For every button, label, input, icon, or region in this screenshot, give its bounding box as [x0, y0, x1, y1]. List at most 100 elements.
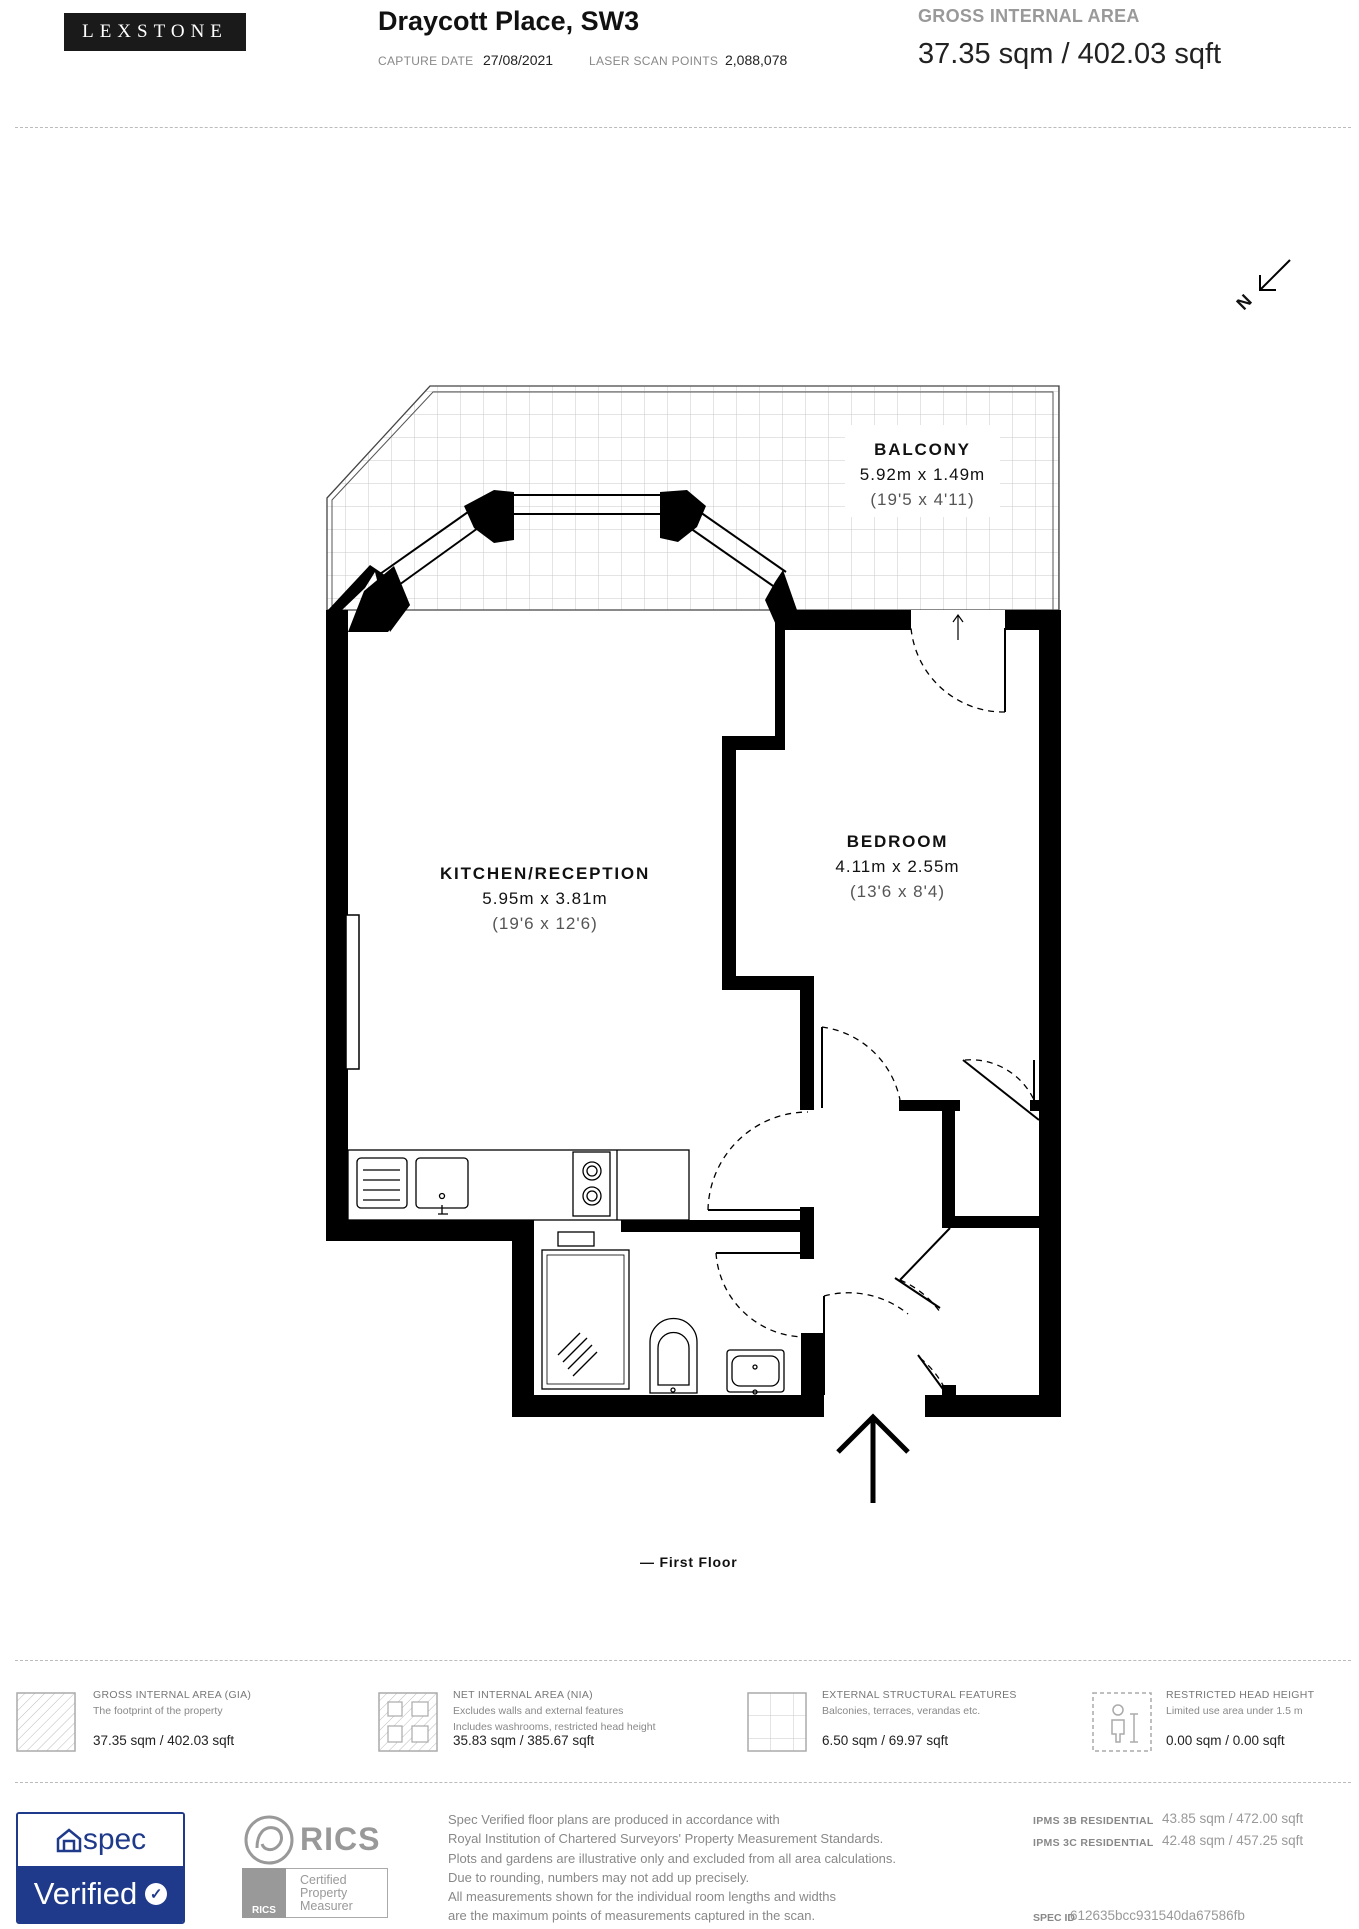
wall-hall-left [800, 1207, 814, 1259]
spec-verified-text: Verified [33, 1876, 138, 1911]
wall-top-bedroom [775, 610, 911, 630]
spec-logo: spec [18, 1814, 183, 1866]
wall-bath-top [621, 1220, 814, 1232]
check-icon: ✓ [145, 1883, 168, 1905]
cupboard-door-swing-2 [899, 1279, 941, 1313]
legend-title: RESTRICTED HEAD HEIGHT [1166, 1689, 1315, 1701]
wall-partition [722, 736, 736, 988]
house-icon [56, 1828, 82, 1853]
spec-brand: spec [82, 1823, 147, 1856]
legend-desc: Excludes walls and external features [453, 1705, 624, 1717]
legend-item-gia: GROSS INTERNAL AREA (GIA) The footprint … [93, 1689, 353, 1748]
legend-item-nia: NET INTERNAL AREA (NIA) Excludes walls a… [453, 1689, 733, 1748]
disclaimer-line: Royal Institution of Chartered Surveyors… [448, 1831, 884, 1847]
wall-bottom-right [925, 1395, 1061, 1417]
bathroom-fixtures [541, 1231, 785, 1395]
shower [541, 1249, 630, 1390]
spec-id-value: 612635bcc931540da67586fb [1070, 1908, 1245, 1923]
rics-lion-icon [244, 1815, 294, 1865]
disclaimer-line: Plots and gardens are illustrative only … [448, 1850, 897, 1866]
scan-points-label: LASER SCAN POINTS [589, 54, 719, 68]
property-title: Draycott Place, SW3 [378, 6, 640, 36]
legend-value: 37.35 sqm / 402.03 sqft [93, 1733, 235, 1748]
kitchen-metric: 5.95m x 3.81m [482, 889, 608, 908]
wall-bedroom-step [722, 736, 785, 750]
wall-kitchen-bottom [326, 1220, 512, 1241]
wall-bedroom-notch [775, 610, 785, 746]
bedroom-label: BEDROOM 4.11m x 2.55m (13'6 x 8'4) [810, 832, 985, 902]
legend-desc: Balconies, terraces, verandas etc. [822, 1705, 981, 1717]
entry-door-swing [823, 1292, 909, 1315]
kitchen-counter [347, 1149, 690, 1221]
kitchen-door-swing [707, 1111, 809, 1211]
kitchen-window [345, 914, 360, 1070]
legend-desc: Includes washrooms, restricted head heig… [453, 1721, 656, 1733]
capture-date-label: CAPTURE DATE [378, 54, 474, 68]
wall-left [326, 610, 348, 1241]
legend-item-external: EXTERNAL STRUCTURAL FEATURES Balconies, … [822, 1689, 1062, 1748]
drainer [356, 1157, 408, 1209]
balcony-door-swing [910, 627, 1006, 713]
ipms-3c-label: IPMS 3C RESIDENTIAL [1033, 1837, 1154, 1849]
bath-door-swing [715, 1252, 809, 1338]
legend-item-restricted: RESTRICTED HEAD HEIGHT Limited use area … [1166, 1689, 1346, 1748]
capture-date-value: 27/08/2021 [483, 52, 554, 68]
kitchen-name: KITCHEN/RECEPTION [439, 864, 651, 883]
spec-id-label: SPEC ID [1033, 1912, 1076, 1924]
wall-bath-left [512, 1220, 534, 1417]
wall-partition-lower [800, 976, 814, 1110]
kitchen-sink [415, 1157, 469, 1209]
lexstone-logo: LEXSTONE [64, 13, 246, 51]
legend-value: 35.83 sqm / 385.67 sqft [453, 1733, 595, 1748]
rics-cert-line: Measurer [300, 1899, 353, 1913]
legend-bottom-divider [15, 1782, 1351, 1783]
bedroom-name: BEDROOM [846, 832, 949, 851]
bedroom-metric: 4.11m x 2.55m [835, 857, 960, 876]
ipms-3b-value: 43.85 sqm / 472.00 sqft [1162, 1811, 1304, 1826]
grid-icon [747, 1692, 807, 1752]
cupboard-door-swing-1 [964, 1059, 1035, 1101]
legend-desc: The footprint of the property [93, 1705, 223, 1717]
legend-title: EXTERNAL STRUCTURAL FEATURES [822, 1689, 1017, 1701]
disclaimer-line: Spec Verified floor plans are produced i… [448, 1812, 780, 1827]
wall-top-right [1005, 610, 1061, 630]
wall-cupboard-top [899, 1100, 960, 1111]
north-compass-icon [1259, 259, 1291, 291]
wall-partition-step [722, 976, 814, 990]
rics-badge: RICS [242, 1868, 286, 1918]
rics-certified-text: Certified Property Measurer [300, 1874, 353, 1913]
toilet [649, 1317, 698, 1394]
wall-bath-right [801, 1333, 824, 1417]
wall-cupboard-mid [942, 1216, 1061, 1228]
walls [326, 610, 1061, 1417]
scan-points-value: 2,088,078 [725, 52, 788, 68]
wall-cupboard-side [942, 1100, 955, 1228]
spec-verified-badge: spec Verified ✓ [16, 1812, 185, 1924]
rics-cert-line: Property [300, 1886, 348, 1900]
balcony-imperial: (19'5 x 4'11) [870, 490, 975, 509]
nia-pattern-icon [378, 1692, 438, 1752]
balcony-door-arrow [952, 613, 964, 640]
hall-door-swing [821, 1026, 901, 1101]
floor-label: — First Floor [640, 1554, 738, 1570]
wall-right [1039, 610, 1061, 1417]
balcony-label-bg [845, 425, 1000, 517]
balcony-label: BALCONY 5.92m x 1.49m (19'5 x 4'11) [835, 440, 1010, 510]
disclaimer-line: are the maximum points of measurements c… [448, 1908, 816, 1924]
legend-title: NET INTERNAL AREA (NIA) [453, 1689, 593, 1701]
gia-header-label: GROSS INTERNAL AREA [918, 6, 1140, 26]
disclaimer: Spec Verified floor plans are produced i… [448, 1810, 1008, 1926]
gia-hatch-icon [16, 1692, 76, 1752]
bay-window [328, 490, 797, 632]
head-height-icon [1092, 1692, 1152, 1752]
legend-value: 6.50 sqm / 69.97 sqft [822, 1733, 949, 1748]
ipms-3c-value: 42.48 sqm / 457.25 sqft [1162, 1833, 1304, 1848]
balcony-metric: 5.92m x 1.49m [859, 465, 986, 484]
door-swings [707, 627, 1035, 1397]
kitchen-imperial: (19'6 x 12'6) [492, 914, 598, 933]
ipms-3b-label: IPMS 3B RESIDENTIAL [1033, 1815, 1154, 1827]
disclaimer-line: Due to rounding, numbers may not add up … [448, 1869, 750, 1885]
basin [726, 1349, 785, 1393]
bay-pillar-top-right [660, 490, 706, 542]
